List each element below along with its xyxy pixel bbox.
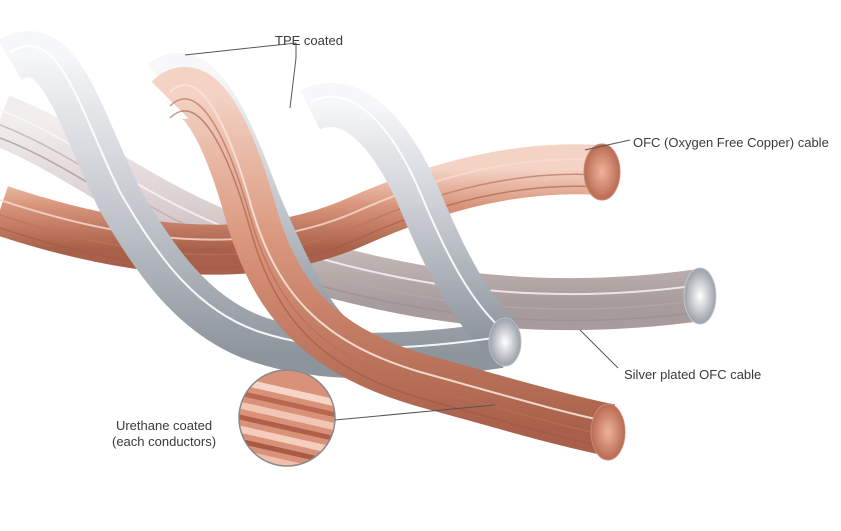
label-urethane-coated: Urethane coated (each conductors)	[112, 418, 216, 450]
leader-tpe	[184, 42, 297, 109]
leader-ofc	[584, 139, 631, 151]
label-urethane-line2: (each conductors)	[112, 434, 217, 449]
label-ofc-cable: OFC (Oxygen Free Copper) cable	[633, 135, 829, 150]
label-tpe-coated: TPE coated	[275, 33, 343, 48]
leader-lines	[184, 42, 631, 421]
label-urethane-line1: Urethane coated	[115, 418, 213, 433]
label-silver-plated-cable: Silver plated OFC cable	[624, 367, 762, 382]
ofc-cable-back	[0, 143, 621, 275]
leader-silver	[579, 329, 619, 369]
leader-urethane	[334, 404, 496, 421]
urethane-zoom-circle	[238, 369, 336, 467]
ofc-cable-front	[151, 67, 626, 461]
